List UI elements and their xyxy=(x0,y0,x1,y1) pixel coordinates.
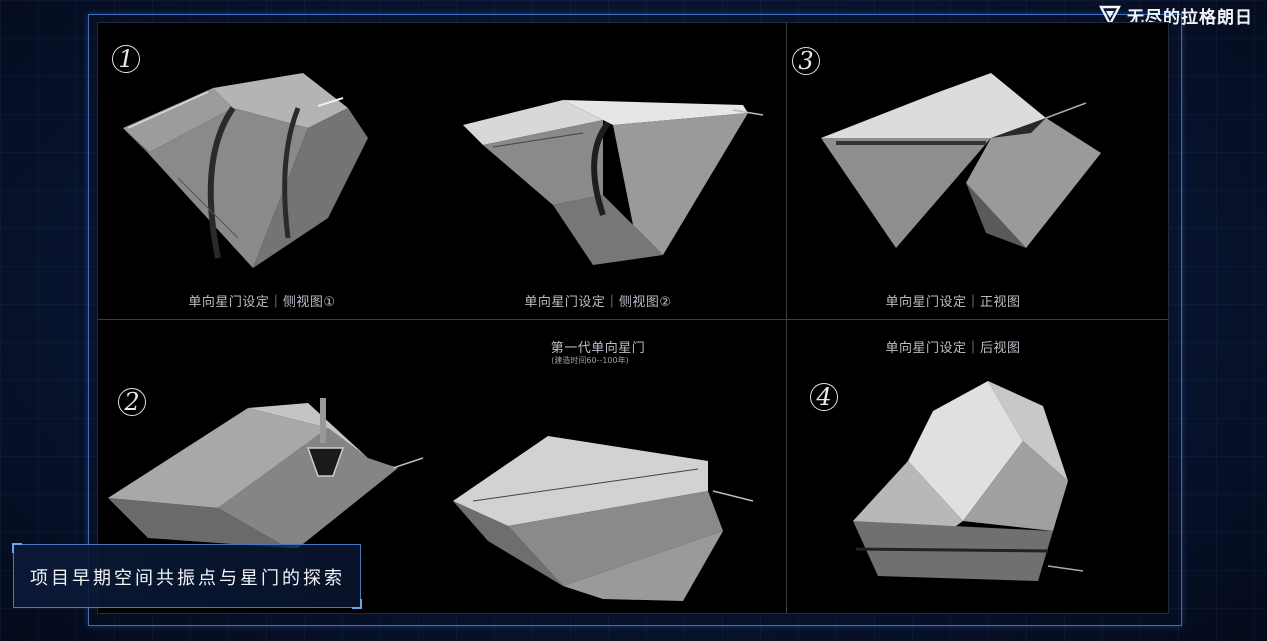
caption-back-view: 单向星门设定｜后视图 xyxy=(885,341,1021,356)
sketch-number-3: 3 xyxy=(792,47,820,75)
gate-sketch-front-view xyxy=(821,73,1101,248)
gate-sketch-side-view-1 xyxy=(123,73,368,268)
sketch-number-2: 2 xyxy=(118,388,146,416)
gate-sketch-first-generation xyxy=(453,436,754,601)
concept-sheet: 1 3 2 4 xyxy=(97,22,1169,614)
caption-side-view-2: 单向星门设定｜侧视图② xyxy=(524,295,672,310)
gate-sketch-side-view-2 xyxy=(463,100,764,265)
banner-corner-tl xyxy=(12,543,22,553)
caption-front-view: 单向星门设定｜正视图 xyxy=(885,295,1021,310)
subtitle-text: 项目早期空间共振点与星门的探索 xyxy=(30,568,345,589)
caption-side-view-1: 单向星门设定｜侧视图① xyxy=(188,295,336,310)
grid-divider-horizontal xyxy=(98,319,1168,320)
brand-logo-icon xyxy=(1099,5,1121,26)
banner-corner-br xyxy=(352,599,362,609)
gate-sketch-back-view xyxy=(853,381,1084,581)
caption-first-generation: 第一代单向星门 xyxy=(550,341,646,356)
sketch-number-4: 4 xyxy=(810,383,838,411)
grid-divider-vertical xyxy=(786,23,787,613)
sketch-number-1: 1 xyxy=(112,45,140,73)
gate-sketch-angled-view xyxy=(108,398,424,548)
subtitle-banner: 项目早期空间共振点与星门的探索 xyxy=(12,543,362,609)
outer-frame xyxy=(88,14,1182,626)
caption-first-generation-note: (建造时间60--100年) xyxy=(551,356,629,365)
